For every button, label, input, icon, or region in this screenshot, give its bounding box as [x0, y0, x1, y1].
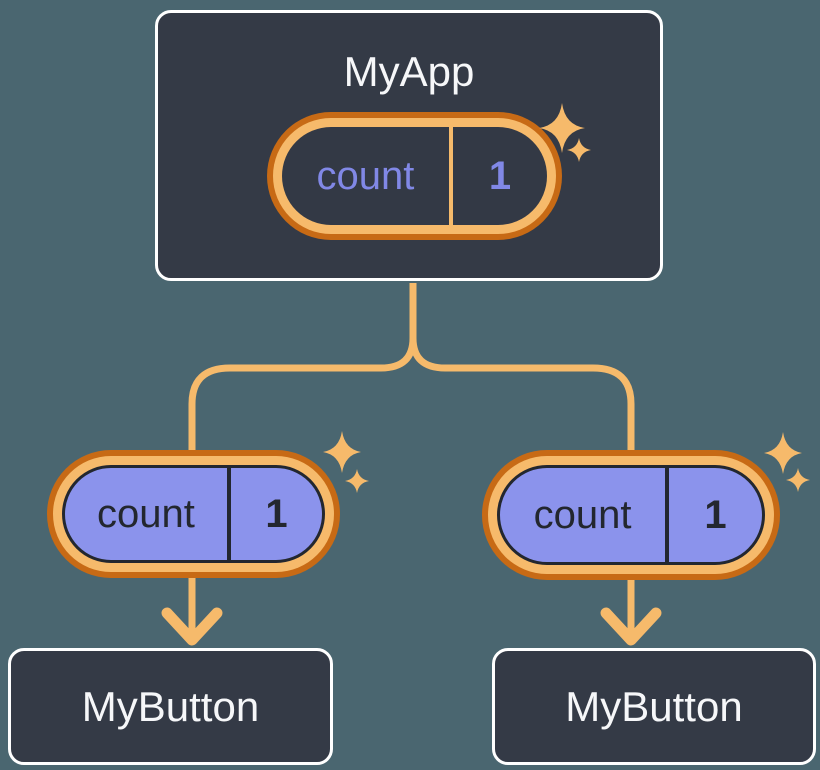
- component-title: MyButton: [565, 682, 743, 730]
- state-pill-root: count 1: [267, 112, 562, 240]
- pill-core: count 1: [497, 465, 765, 565]
- state-name: count: [316, 154, 415, 198]
- prop-name: count: [97, 492, 195, 536]
- right-arrowhead-icon: [600, 607, 662, 646]
- pill-inner-ring: count 1: [273, 118, 556, 234]
- prop-name: count: [533, 493, 632, 537]
- component-title: MyButton: [81, 682, 260, 730]
- prop-pill-left: count 1: [47, 450, 340, 578]
- pill-core: count 1: [282, 127, 547, 225]
- sparkle-icon: [323, 431, 361, 473]
- pill-divider: [665, 468, 670, 562]
- component-card-mybutton-left: MyButton: [8, 648, 333, 765]
- pill-divider: [226, 468, 231, 560]
- left-arrowhead-icon: [161, 607, 223, 646]
- component-title: MyApp: [343, 48, 475, 95]
- prop-pill-right: count 1: [482, 450, 780, 580]
- pill-inner-ring: count 1: [488, 456, 774, 574]
- sparkle-icon: [345, 469, 369, 493]
- pill-divider: [448, 127, 453, 225]
- component-card-mybutton-right: MyButton: [492, 648, 816, 765]
- pill-core: count 1: [62, 465, 325, 563]
- sparkle-icon: [764, 432, 802, 474]
- prop-value: 1: [704, 493, 727, 537]
- prop-value: 1: [265, 492, 288, 536]
- sparkle-icon: [786, 468, 810, 492]
- state-value: 1: [488, 154, 512, 198]
- pill-inner-ring: count 1: [53, 456, 334, 572]
